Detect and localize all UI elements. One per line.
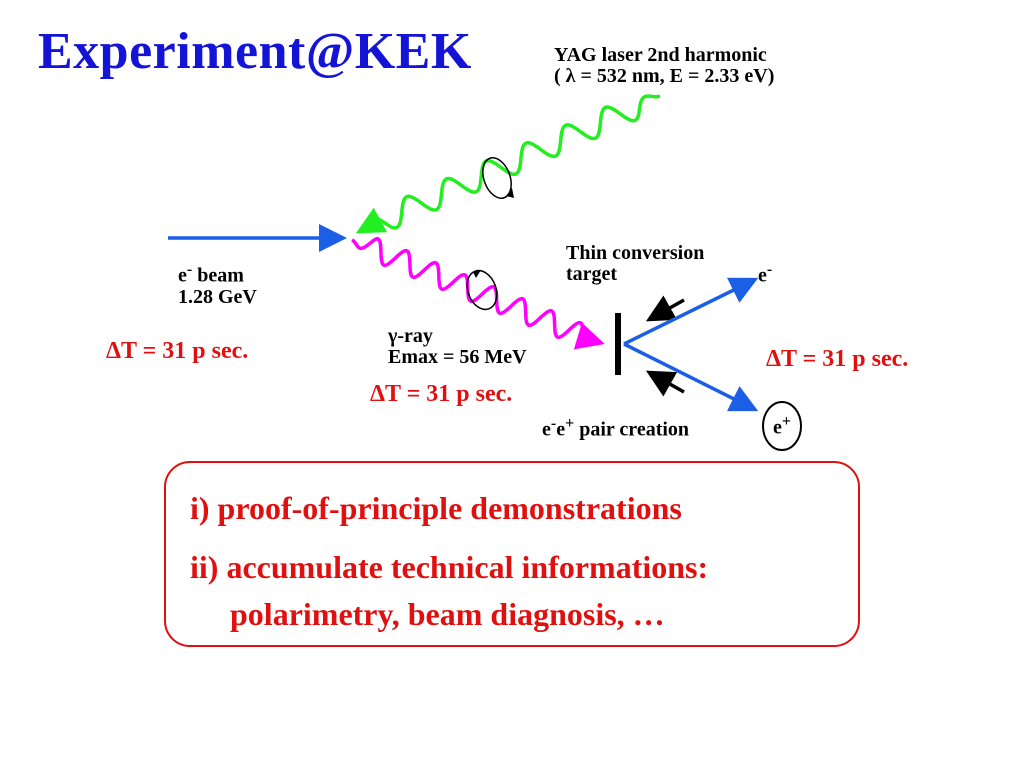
laser-polarization-icon — [482, 157, 514, 199]
positron-product-label: e+ — [773, 413, 792, 439]
summary-item-1: i) proof-of-principle demonstrations — [190, 490, 682, 526]
timing-middle: ΔT = 31 p sec. — [370, 381, 513, 407]
electron-out-arrow — [623, 277, 759, 346]
gamma-polarization-icon — [466, 269, 498, 311]
page-title: Experiment@KEK — [38, 23, 472, 80]
timing-left: ΔT = 31 p sec. — [106, 338, 249, 364]
target-pointer-upper — [645, 295, 685, 322]
laser-wave — [355, 94, 661, 234]
conversion-target — [615, 313, 621, 375]
summary-box — [164, 461, 860, 647]
positron-circle — [762, 401, 802, 451]
summary-item-2: ii) accumulate technical informations: — [190, 549, 709, 585]
target-pointer-lower — [645, 370, 685, 397]
laser-label: YAG laser 2nd harmonic ( λ = 532 nm, E =… — [554, 44, 775, 87]
positron-out-arrow — [623, 342, 759, 412]
summary-item-2-continuation: polarimetry, beam diagnosis, … — [230, 596, 665, 632]
electron-beam-label: e- beam 1.28 GeV — [178, 261, 257, 308]
gamma-ray-label: γ-ray Emax = 56 MeV — [388, 325, 527, 368]
gamma-ray-wave — [351, 236, 605, 350]
timing-right: ΔT = 31 p sec. — [766, 346, 909, 372]
target-label: Thin conversion target — [566, 242, 705, 285]
pair-creation-label: e-e+ pair creation — [542, 415, 690, 441]
electron-product-label: e- — [758, 261, 773, 287]
